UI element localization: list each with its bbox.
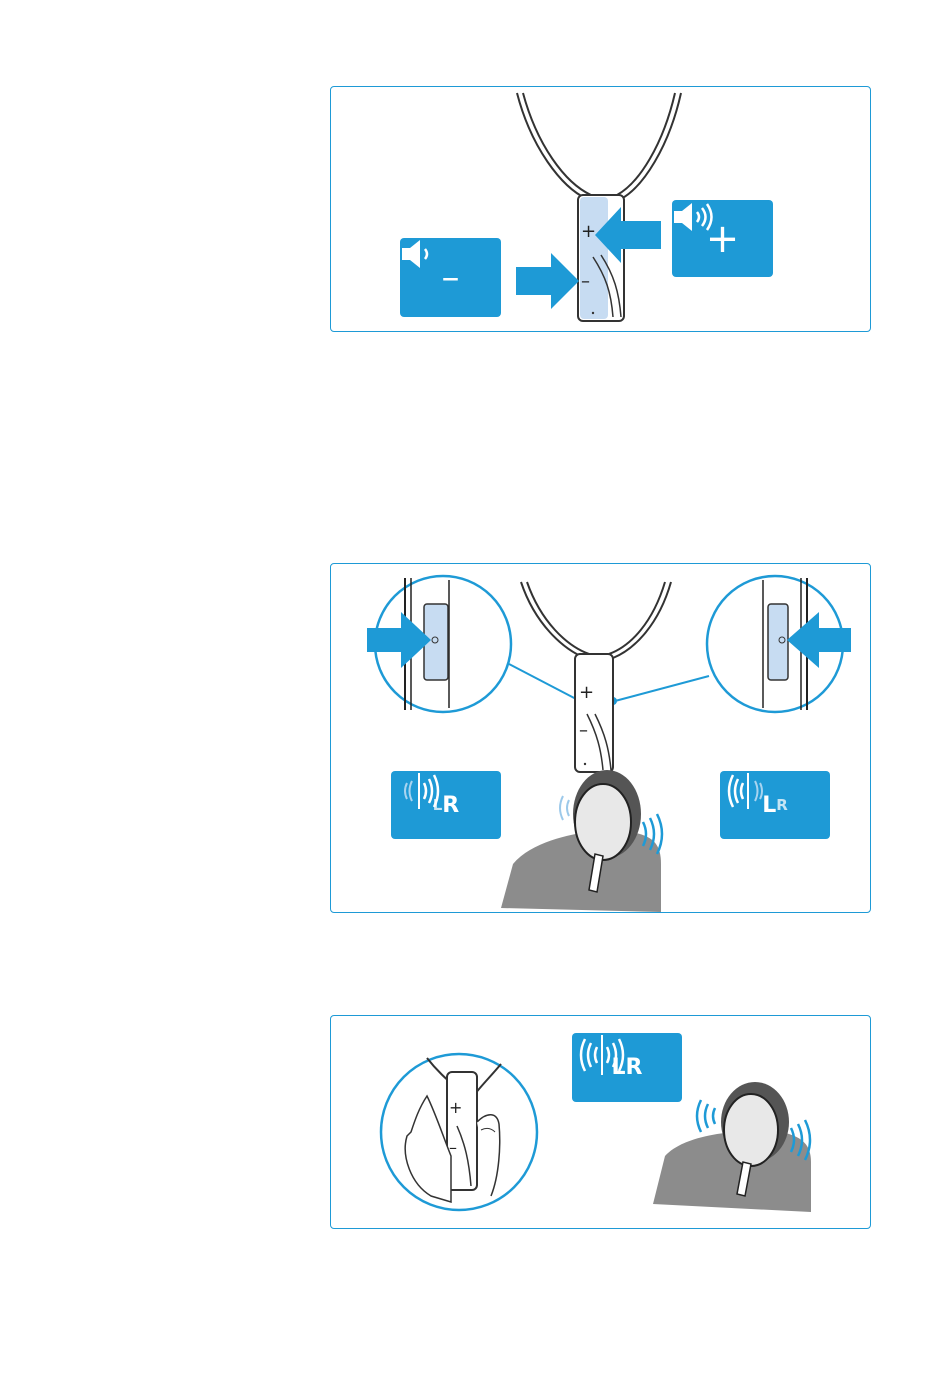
figure-volume-control: + – – + <box>330 86 871 332</box>
device-plus-label: + <box>581 221 596 242</box>
balance-left-icon <box>720 771 776 811</box>
volume-down-badge: – <box>400 238 501 317</box>
balance-center-icon <box>572 1033 632 1077</box>
device-minus-label: – <box>579 720 588 741</box>
figure-balance-reset: + – L R <box>330 1015 871 1229</box>
device-plus-label: + <box>579 682 594 703</box>
speaker-low-icon <box>400 238 436 270</box>
device-plus-label: + <box>449 1098 462 1117</box>
volume-up-badge: + <box>672 200 773 277</box>
zoom-left-circle <box>367 576 511 712</box>
device-body <box>575 654 613 772</box>
device-minus-label: – <box>581 271 590 292</box>
speaker-high-icon <box>672 200 716 234</box>
person-figure <box>501 770 662 912</box>
balance-left-badge: L R <box>720 771 830 839</box>
balance-illustration <box>331 564 871 913</box>
zoom-right-circle <box>707 576 851 712</box>
figure-balance-control: + – L R L R <box>330 563 871 913</box>
hand-circle <box>381 1054 537 1210</box>
balance-right-icon <box>391 771 447 811</box>
balance-r-label: R <box>776 796 788 814</box>
device-minus-label: – <box>449 1138 457 1157</box>
arrow-press-minus <box>516 253 579 309</box>
balance-right-badge: L R <box>391 771 501 839</box>
volume-down-symbol: – <box>442 260 460 296</box>
balance-center-badge: L R <box>572 1033 682 1102</box>
